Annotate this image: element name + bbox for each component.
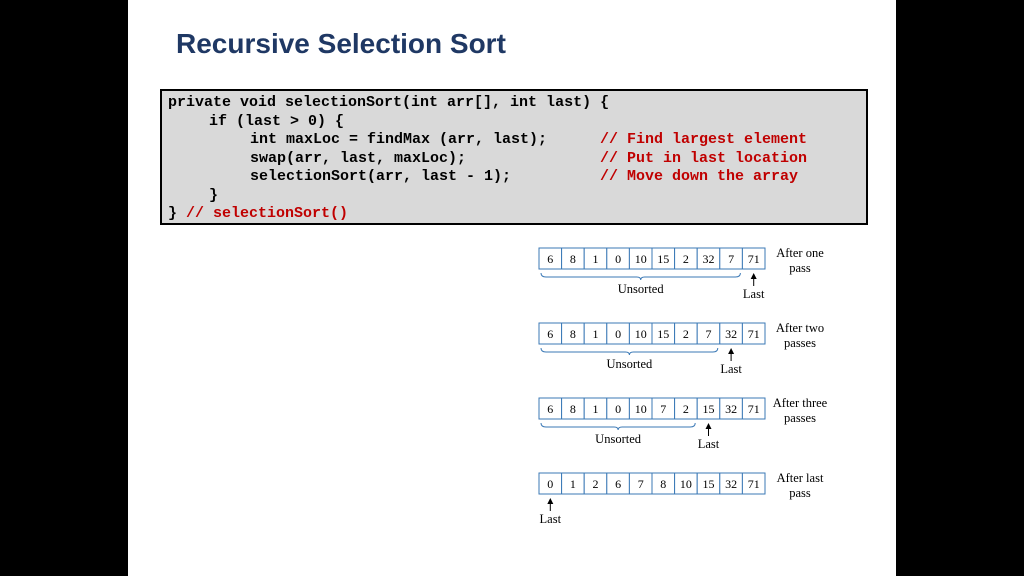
array-cell-value: 32 xyxy=(703,252,715,266)
slide: Recursive Selection Sort private void se… xyxy=(128,0,896,576)
array-cell xyxy=(741,247,766,270)
last-arrowhead xyxy=(750,273,757,279)
array-cell-value: 8 xyxy=(660,477,666,491)
pass-note: passes xyxy=(784,336,816,350)
code-line: } xyxy=(209,187,218,205)
array-cell-value: 2 xyxy=(593,477,599,491)
code-text: private void selectionSort(int arr[], in… xyxy=(168,94,610,111)
array-cell-value: 2 xyxy=(683,327,689,341)
code-line: if (last > 0) { xyxy=(209,113,344,131)
array-cell-value: 6 xyxy=(547,402,553,416)
array-cell-value: 7 xyxy=(728,252,734,266)
pass-note: After one xyxy=(776,246,824,260)
array-cell-value: 71 xyxy=(748,477,760,491)
pass-note: pass xyxy=(789,261,811,275)
array-cell-value: 15 xyxy=(703,402,715,416)
array-cell-value: 0 xyxy=(615,402,621,416)
array-cell-value: 1 xyxy=(593,402,599,416)
code-text: } xyxy=(168,205,187,222)
unsorted-label: Unsorted xyxy=(606,357,653,371)
array-cell-value: 10 xyxy=(635,252,647,266)
last-arrowhead xyxy=(705,423,712,429)
unsorted-label: Unsorted xyxy=(618,282,665,296)
unsorted-brace xyxy=(540,347,719,356)
array-cell-value: 10 xyxy=(680,477,692,491)
code-text: selectionSort(arr, last - 1); xyxy=(250,168,512,185)
array-cell-value: 15 xyxy=(703,477,715,491)
array-cell-value: 32 xyxy=(725,327,737,341)
array-cell-value: 1 xyxy=(593,252,599,266)
array-cell-value: 7 xyxy=(660,402,666,416)
array-cell-value: 32 xyxy=(725,402,737,416)
code-comment: // selectionSort() xyxy=(186,205,349,222)
code-text: swap(arr, last, maxLoc); xyxy=(250,149,467,167)
array-cell-value: 6 xyxy=(615,477,621,491)
unsorted-label: Unsorted xyxy=(595,432,642,446)
code-line: selectionSort(arr, last - 1); // Move dow… xyxy=(250,168,798,186)
last-label: Last xyxy=(743,287,765,301)
array-cell-value: 8 xyxy=(570,252,576,266)
pass-note: After two xyxy=(776,321,824,335)
array-cell-value: 15 xyxy=(657,252,669,266)
array-cell xyxy=(741,322,766,345)
last-arrowhead xyxy=(728,348,735,354)
code-comment: // Move down the array xyxy=(600,168,799,185)
last-arrowhead xyxy=(547,498,554,504)
array-cell-value: 6 xyxy=(547,252,553,266)
code-block: private void selectionSort(int arr[], in… xyxy=(160,89,868,225)
array-cell xyxy=(741,472,766,495)
pass-note: pass xyxy=(789,486,811,500)
array-cell-value: 7 xyxy=(638,477,644,491)
array-cell xyxy=(741,397,766,420)
array-cell-value: 10 xyxy=(635,327,647,341)
slide-title: Recursive Selection Sort xyxy=(176,28,506,59)
array-cell-value: 2 xyxy=(683,402,689,416)
array-cell-value: 71 xyxy=(748,402,760,416)
array-cell-value: 2 xyxy=(683,252,689,266)
array-cell-value: 15 xyxy=(657,327,669,341)
code-line: } // selectionSort() xyxy=(168,205,348,223)
array-cell-value: 71 xyxy=(748,252,760,266)
array-cell-value: 32 xyxy=(725,477,737,491)
pass-note: After three xyxy=(773,396,828,410)
array-cell-value: 1 xyxy=(570,477,576,491)
pass-note: passes xyxy=(784,411,816,425)
last-label: Last xyxy=(720,362,742,376)
code-line: int maxLoc = findMax (arr, last); // Find… xyxy=(250,131,807,149)
code-text: } xyxy=(209,186,219,204)
unsorted-brace xyxy=(540,272,741,281)
code-line: private void selectionSort(int arr[], in… xyxy=(168,94,609,112)
code-comment: // Find largest element xyxy=(600,131,808,148)
code-comment: // Put in last location xyxy=(600,149,808,167)
array-cell-value: 1 xyxy=(593,327,599,341)
code-line: swap(arr, last, maxLoc); // Put in last l… xyxy=(250,149,807,168)
unsorted-brace xyxy=(540,422,696,431)
array-cell-value: 0 xyxy=(615,252,621,266)
pass-note: After last xyxy=(777,471,824,485)
array-cell-value: 8 xyxy=(570,402,576,416)
array-cell-value: 10 xyxy=(635,402,647,416)
array-cell-value: 6 xyxy=(547,327,553,341)
array-cell-value: 8 xyxy=(570,327,576,341)
array-cell-value: 71 xyxy=(748,327,760,341)
array-cell-value: 0 xyxy=(547,477,553,491)
last-label: Last xyxy=(540,512,562,526)
last-label: Last xyxy=(698,437,720,451)
code-text: if (last > 0) { xyxy=(209,112,345,130)
code-text: int maxLoc = findMax (arr, last); xyxy=(250,131,548,148)
array-cell-value: 0 xyxy=(615,327,621,341)
array-cell-value: 7 xyxy=(706,327,712,341)
